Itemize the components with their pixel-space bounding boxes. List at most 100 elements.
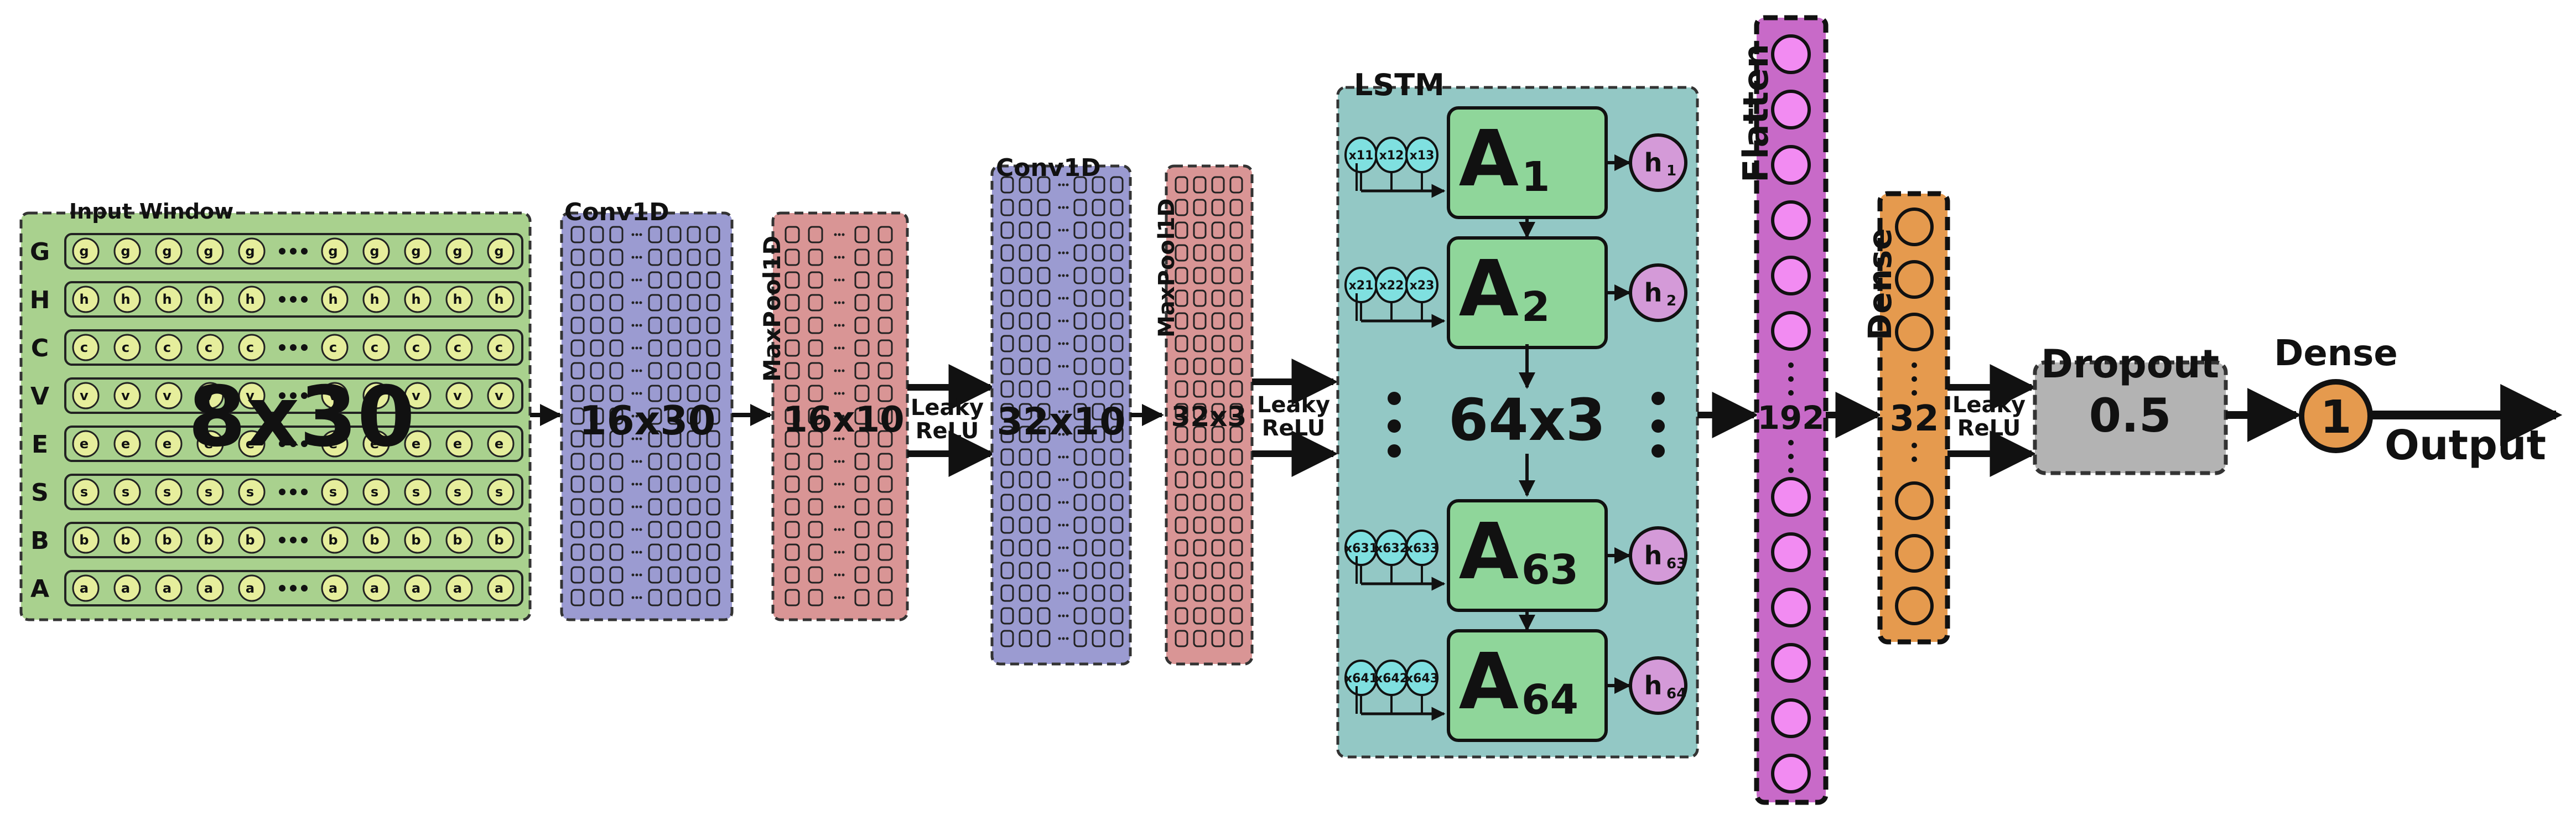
feature-cell	[785, 566, 800, 584]
feature-cell	[1193, 335, 1207, 352]
feature-cell	[667, 566, 682, 584]
feature-cell	[1000, 176, 1014, 194]
ellipsis-dot	[838, 233, 841, 236]
feature-cell	[1019, 380, 1032, 398]
input-node	[445, 574, 473, 602]
input-node-label: e	[329, 436, 337, 452]
feature-cell	[1037, 312, 1051, 330]
feature-cell	[1211, 380, 1225, 398]
input-node	[238, 237, 266, 265]
ellipsis-dot	[631, 233, 635, 236]
feature-cell	[1229, 357, 1243, 375]
feature-cell	[1092, 357, 1105, 375]
feature-cell	[1037, 357, 1051, 375]
feature-cell	[785, 430, 800, 448]
feature-cell	[1000, 289, 1014, 307]
ellipsis-dot	[639, 573, 642, 577]
dense1-label: Dense	[1861, 228, 1899, 340]
ellipsis-dot	[301, 248, 308, 255]
feature-cell	[1073, 539, 1087, 557]
ellipsis-dot	[301, 489, 308, 495]
feature-cell	[1092, 426, 1105, 443]
input-node	[321, 237, 349, 265]
ellipsis-dot	[301, 296, 308, 303]
ellipsis-dot	[279, 585, 285, 592]
feature-cell	[1193, 289, 1207, 307]
feature-cell	[609, 339, 624, 357]
feature-cell	[854, 226, 870, 243]
input-node	[321, 334, 349, 361]
input-node-label: s	[454, 484, 461, 500]
ellipsis-dot	[639, 437, 642, 440]
feature-cell	[1037, 176, 1051, 194]
ellipsis-dot	[639, 233, 642, 236]
feature-cell	[648, 498, 662, 516]
feature-cell	[590, 566, 604, 584]
input-node	[72, 237, 100, 265]
ellipsis-dot	[635, 551, 638, 554]
input-node	[155, 430, 183, 458]
feature-cell	[706, 521, 720, 538]
feature-cell	[1193, 244, 1207, 262]
feature-cell	[785, 521, 800, 538]
ellipsis-dot	[635, 528, 638, 531]
conv2-block: Conv1D 32x10	[990, 154, 1132, 666]
input-node-label: h	[162, 292, 172, 307]
ellipsis-dot	[1066, 342, 1069, 345]
input-node-label: s	[163, 484, 171, 500]
feature-cell	[648, 271, 662, 289]
input-node	[196, 478, 224, 506]
feature-cell	[808, 248, 823, 266]
ellipsis-dot	[1058, 523, 1061, 527]
input-node-label: g	[204, 243, 213, 259]
feature-cell	[667, 475, 682, 493]
dense1-block: Dense 32	[1861, 191, 1950, 645]
ellipsis-dot	[290, 489, 297, 495]
feature-cell	[1037, 584, 1051, 602]
feature-cell	[590, 475, 604, 493]
ellipsis-dot	[842, 233, 845, 236]
ellipsis-dot	[1058, 433, 1061, 436]
feature-cell	[570, 475, 585, 493]
ellipsis-dot	[1066, 614, 1069, 618]
input-node-label: g	[328, 243, 337, 259]
feature-cell	[1211, 312, 1225, 330]
feature-cell	[877, 362, 893, 380]
pool2-block: MaxPool1D 32x3	[1154, 164, 1254, 666]
input-node	[445, 478, 473, 506]
feature-cell	[1019, 494, 1032, 511]
ellipsis-dot	[631, 414, 635, 418]
ellipsis-dot	[635, 369, 638, 372]
ellipsis-dot	[1062, 569, 1065, 572]
feature-cell	[590, 339, 604, 357]
pool1-grid	[785, 226, 893, 606]
input-node	[113, 526, 141, 554]
feature-cell	[854, 566, 870, 584]
feature-cell	[1175, 380, 1188, 398]
lstm-cell-subscript: 1	[1521, 153, 1550, 201]
flatten-node	[1771, 200, 1811, 240]
input-node	[155, 526, 183, 554]
feature-cell	[1000, 199, 1014, 216]
leaky-relu-1-line2: ReLU	[916, 418, 979, 444]
feature-cell	[1037, 630, 1051, 647]
feature-cell	[667, 430, 682, 448]
ellipsis-dot	[838, 505, 841, 509]
feature-cell	[1193, 176, 1207, 194]
feature-cell	[785, 407, 800, 425]
input-node	[445, 237, 473, 265]
feature-cell	[1037, 607, 1051, 625]
feature-cell	[648, 453, 662, 470]
ellipsis-dot	[639, 483, 642, 486]
input-node	[362, 574, 390, 602]
feature-cell	[1193, 630, 1207, 647]
ellipsis-dot	[842, 301, 845, 304]
feature-cell	[854, 294, 870, 312]
feature-cell	[687, 430, 701, 448]
ellipsis-dot	[1062, 501, 1065, 504]
feature-cell	[609, 407, 624, 425]
input-node	[321, 382, 349, 409]
feature-cell	[1211, 630, 1225, 647]
feature-cell	[570, 294, 585, 312]
